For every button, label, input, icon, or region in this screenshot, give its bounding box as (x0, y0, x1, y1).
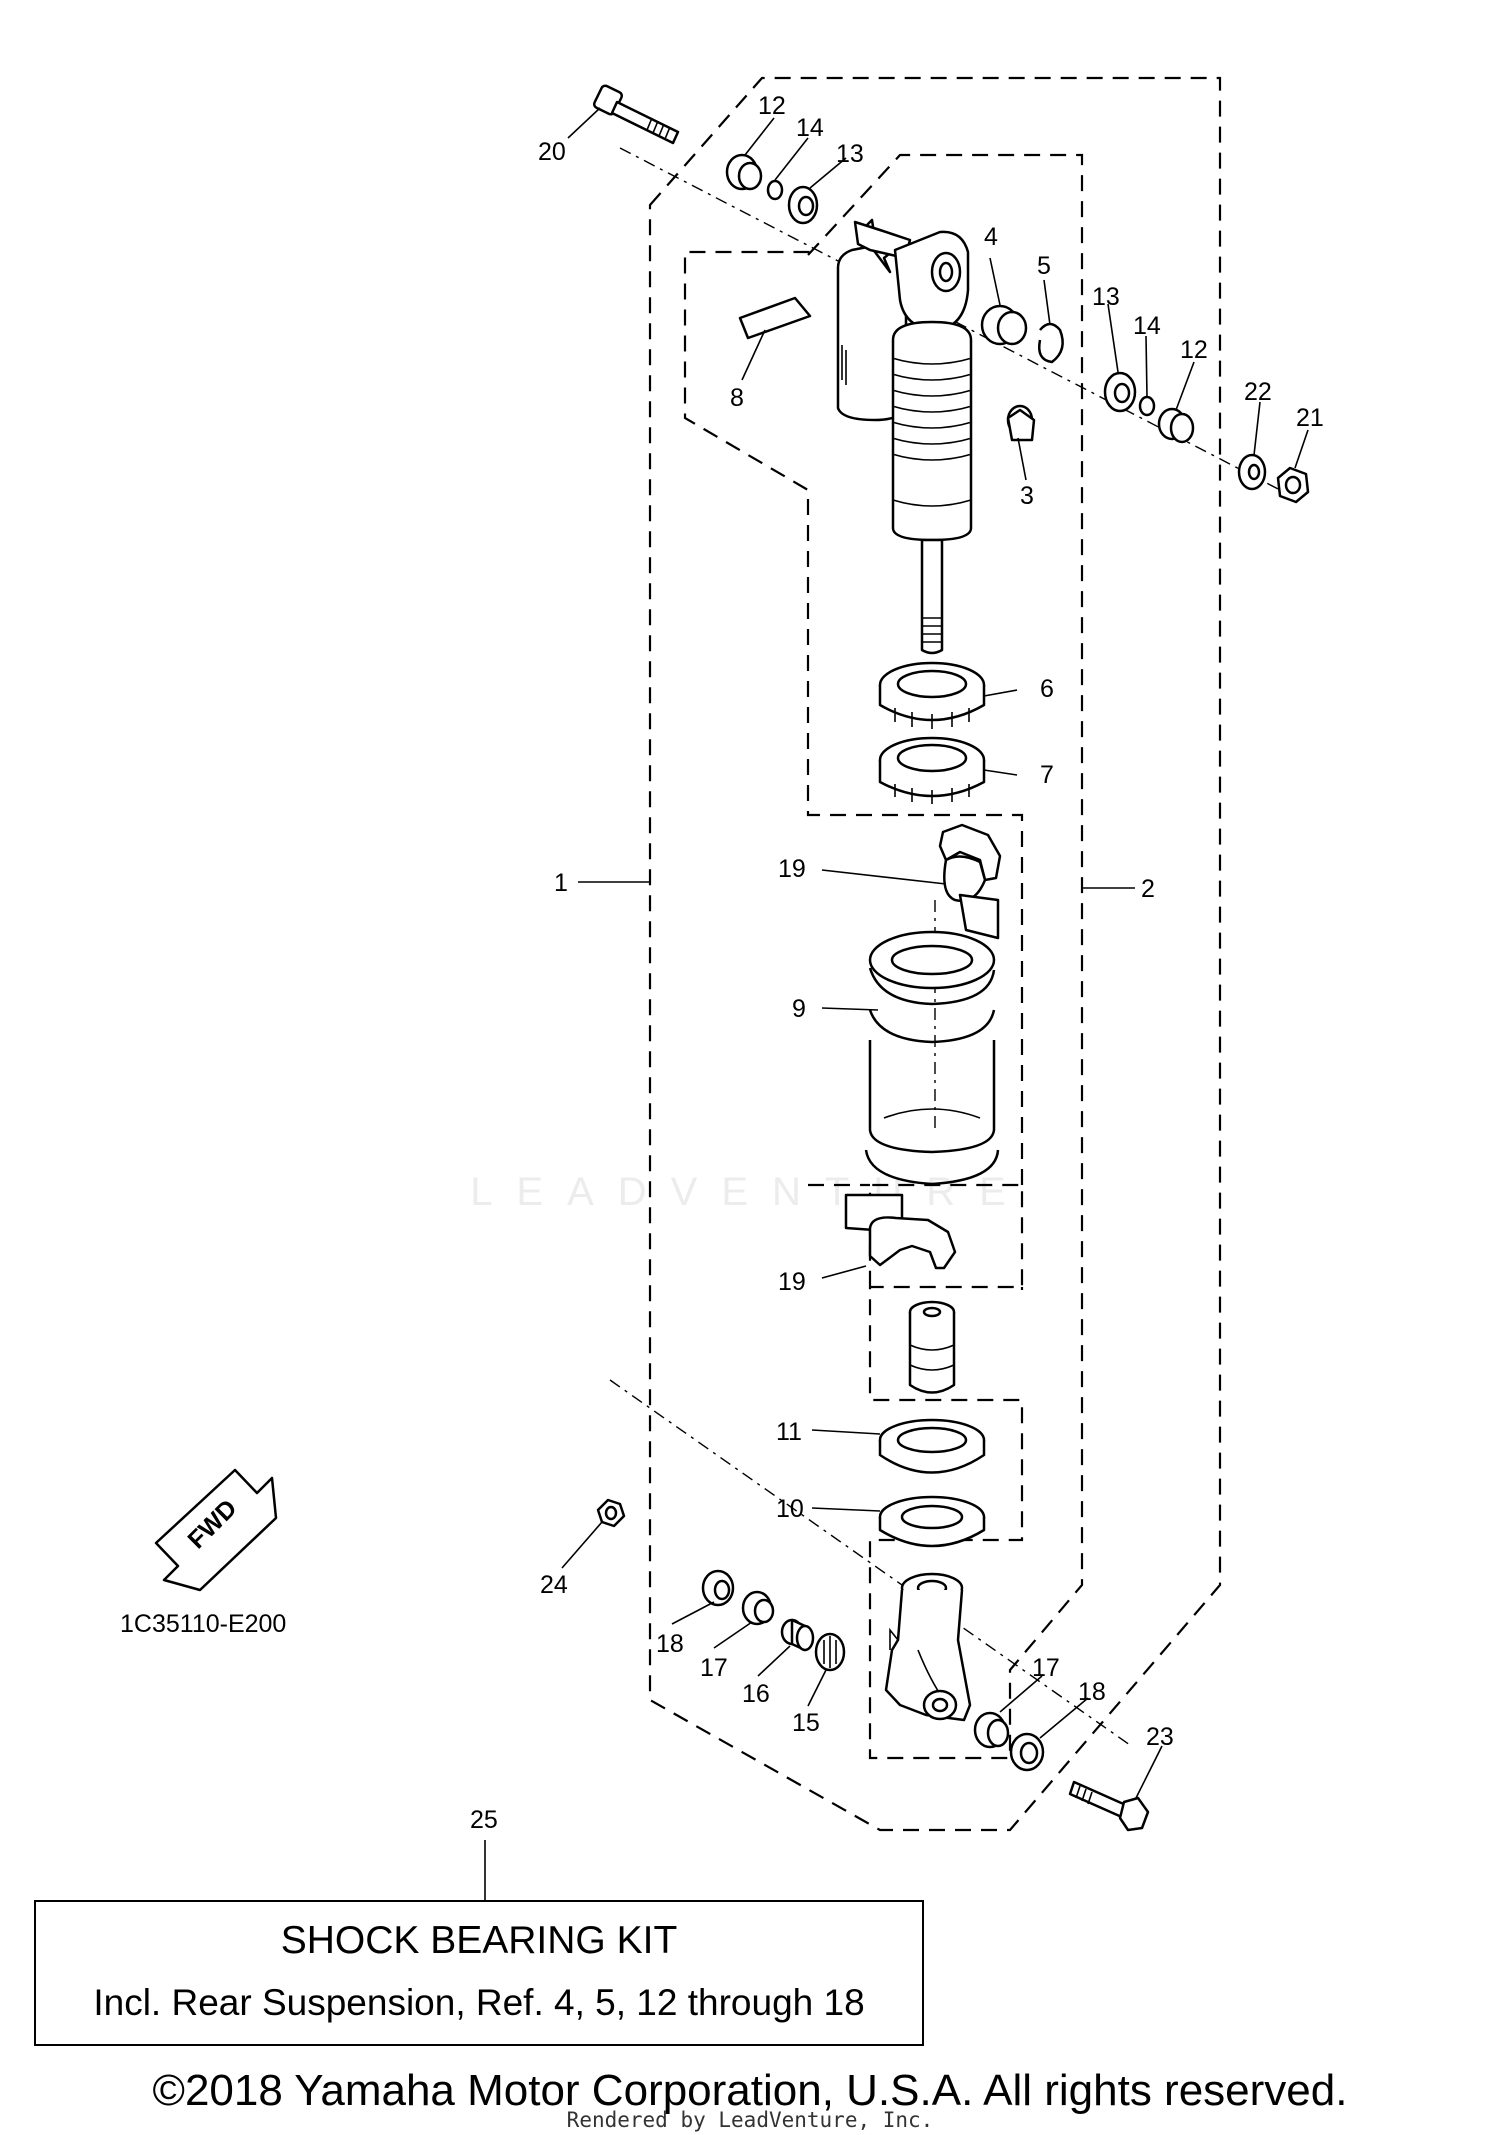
callout-21: 21 (1296, 404, 1324, 432)
callout-13-upper: 13 (836, 140, 864, 168)
bump-stop-rubber (908, 1300, 956, 1394)
washer-13-right (1103, 371, 1137, 413)
seal-18-right (1009, 1732, 1045, 1772)
oring-14-right (1138, 395, 1156, 417)
label-8 (738, 296, 812, 340)
callout-labels: 1 2 3 4 5 6 7 8 9 10 11 12 12 13 13 14 1… (470, 92, 1324, 1834)
callout-15: 15 (792, 1709, 820, 1737)
spring-seat-10 (878, 1495, 986, 1548)
callout-1: 1 (554, 869, 568, 897)
callout-22: 22 (1244, 378, 1272, 406)
callout-16: 16 (742, 1680, 770, 1708)
callout-24: 24 (540, 1571, 568, 1599)
shock-piston-rod (920, 538, 944, 655)
spring-guide-19-lower (844, 1193, 957, 1270)
kit-description: Incl. Rear Suspension, Ref. 4, 5, 12 thr… (93, 1982, 865, 2023)
callout-23: 23 (1146, 1723, 1174, 1751)
nut-21 (1276, 466, 1310, 504)
bolt-23 (1068, 1780, 1150, 1832)
spring-seat-11 (878, 1418, 986, 1474)
washer-22 (1237, 453, 1267, 491)
callout-12-upper: 12 (758, 92, 786, 120)
needle-bearing-15 (814, 1632, 846, 1672)
callout-19-lower: 19 (778, 1268, 806, 1296)
leader-lines (484, 107, 1309, 1900)
callout-14-right: 14 (1133, 312, 1161, 340)
collar-16 (780, 1618, 815, 1652)
circlip-5 (1038, 322, 1064, 364)
callout-14-upper: 14 (796, 114, 824, 142)
oring-14-upper (766, 179, 784, 201)
washer-13-upper (787, 185, 819, 225)
fwd-direction-arrow: FWD (154, 1468, 278, 1592)
lower-mount-centre-line (609, 1379, 1131, 1746)
callout-20: 20 (538, 138, 566, 166)
callout-18-right: 18 (1078, 1678, 1106, 1706)
callout-4: 4 (984, 223, 998, 251)
callout-10: 10 (776, 1495, 804, 1523)
seal-18-left (701, 1569, 735, 1607)
coil-spring-9 (864, 930, 1000, 1186)
callout-7: 7 (1040, 761, 1054, 789)
bolt-20 (592, 84, 680, 145)
kit-title: SHOCK BEARING KIT (280, 1919, 678, 1962)
diagram-code: 1C35110-E200 (120, 1610, 286, 1638)
callout-2: 2 (1141, 875, 1155, 903)
callout-9: 9 (792, 995, 806, 1023)
shock-upper-eye (853, 218, 970, 332)
collar-12-upper (725, 153, 763, 191)
copyright-notice: ©2018 Yamaha Motor Corporation, U.S.A. A… (152, 2066, 1348, 2115)
spring-guide-19-upper (938, 823, 1002, 940)
watermark: LEADVENTURE (470, 1170, 1030, 1214)
callout-3: 3 (1020, 482, 1034, 510)
callout-5: 5 (1037, 252, 1051, 280)
callout-11: 11 (776, 1418, 802, 1446)
collar-17-right (973, 1711, 1010, 1749)
callout-17-right: 17 (1032, 1654, 1060, 1682)
callout-19-upper: 19 (778, 855, 806, 883)
rendered-by-notice: Rendered by LeadVenture, Inc. (566, 2108, 934, 2132)
callout-8: 8 (730, 384, 744, 412)
assembly-1-outline (648, 76, 1222, 1832)
ring-nut-7 (878, 736, 986, 804)
callout-18-left: 18 (656, 1630, 684, 1658)
collar-17-left (741, 1590, 775, 1626)
shock-bearing-kit-box: SHOCK BEARING KIT Incl. Rear Suspension,… (34, 1900, 924, 2046)
shock-body-cylinder (891, 320, 973, 542)
bearing-4 (980, 304, 1028, 346)
ring-nut-6 (878, 661, 986, 729)
collar-12-right (1157, 407, 1195, 444)
callout-17-left: 17 (700, 1654, 728, 1682)
callout-6: 6 (1040, 675, 1054, 703)
valve-cap-3 (1006, 404, 1036, 442)
callout-12-right: 12 (1180, 336, 1208, 364)
callout-25: 25 (470, 1806, 498, 1834)
shock-lower-clevis (884, 1572, 972, 1722)
callout-13-right: 13 (1092, 283, 1120, 311)
